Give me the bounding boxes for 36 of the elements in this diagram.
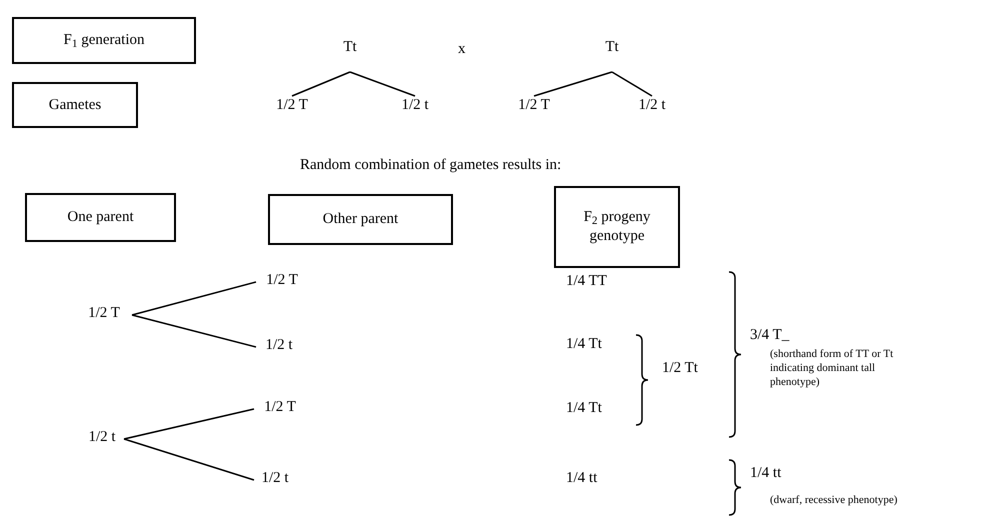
heading-box: Gametes: [12, 82, 138, 128]
label-text: 1/4 TT: [566, 272, 608, 291]
label-text: 1/2 Tt: [662, 359, 699, 378]
branch-line: [124, 408, 254, 440]
heading-box: Other parent: [268, 194, 453, 245]
genotype-text: 1/2 T: [266, 96, 318, 118]
note-text: (dwarf, recessive phenotype): [770, 494, 898, 508]
branch-line: [350, 71, 416, 97]
genotype-text: Tt: [333, 38, 367, 72]
label-text: Random combination of gametes results in:: [300, 156, 562, 175]
branch-line: [292, 71, 350, 97]
genotype-text: 1/2 t: [256, 336, 302, 358]
label-text: 1/4 Tt: [566, 399, 603, 418]
genotype-text: 1/2 t: [630, 96, 674, 118]
label-text: 1/4 tt: [566, 469, 598, 488]
heading-box: One parent: [25, 193, 176, 242]
branch-line: [132, 281, 256, 316]
branch-line: [124, 438, 254, 481]
branch-line: [612, 71, 652, 97]
genotype-text: Tt: [595, 38, 629, 72]
heading-box: F$_{1}$ generation: [12, 17, 196, 64]
genotype-text: 1/2 T: [254, 398, 306, 420]
label-text: 1/4 Tt: [566, 335, 603, 354]
label-text: 1/4 tt: [750, 464, 782, 483]
heading-box: F$_{2}$ progeny genotype: [554, 186, 680, 268]
genotype-text: 1/2 t: [254, 469, 296, 491]
note-text: (shorthand form of TT or Tt indicating dominant tall phenotype): [770, 348, 894, 390]
genotype-text: 1/2 t: [80, 428, 124, 450]
genotype-text: 1/2 T: [256, 271, 308, 293]
label-text: x: [458, 40, 466, 59]
genotype-text: 1/2 T: [508, 96, 560, 118]
branch-line: [132, 314, 256, 348]
genotype-text: 1/2 t: [393, 96, 437, 118]
branch-line: [534, 71, 612, 97]
label-text: 3/4 T_: [750, 326, 790, 345]
genotype-text: 1/2 T: [76, 304, 132, 326]
